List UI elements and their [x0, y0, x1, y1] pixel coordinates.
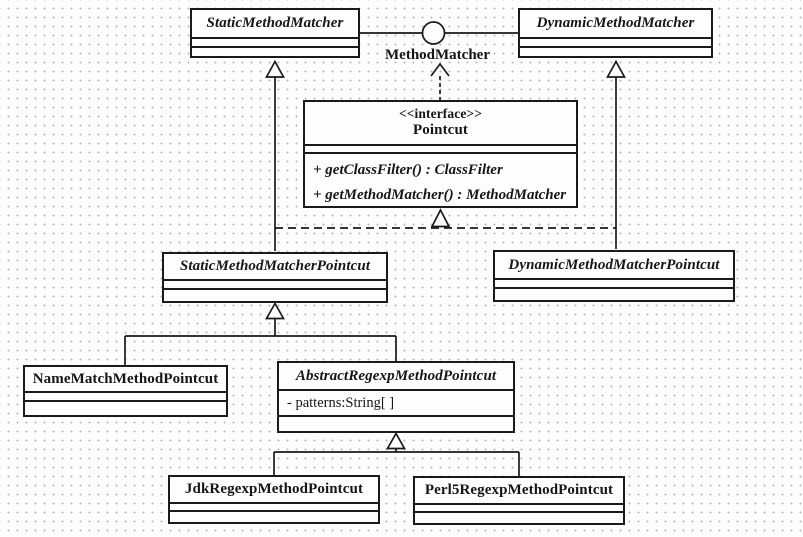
- methods-compartment-empty: [192, 46, 358, 56]
- class-title: StaticMethodMatcherPointcut: [179, 258, 371, 275]
- class-static-method-matcher-pointcut: StaticMethodMatcherPointcut: [162, 252, 388, 303]
- class-title: JdkRegexpMethodPointcut: [184, 481, 364, 498]
- methods-compartment-empty: [25, 400, 226, 415]
- class-name-match-method-pointcut: NameMatchMethodPointcut: [23, 365, 228, 417]
- attributes-compartment-empty: [520, 37, 711, 46]
- generalization-triangle-armp: [386, 431, 406, 450]
- attributes-compartment-empty: [25, 391, 226, 400]
- class-title: DynamicMethodMatcher: [536, 15, 695, 32]
- attributes-compartment-empty: [164, 279, 386, 288]
- attributes-compartment: - patterns:String[ ]: [279, 389, 513, 415]
- attributes-compartment-empty: [192, 37, 358, 46]
- realization-triangle-pointcut: [430, 208, 451, 228]
- class-title: Perl5RegexpMethodPointcut: [424, 482, 614, 499]
- class-title: NameMatchMethodPointcut: [32, 370, 219, 387]
- methods-compartment: + getClassFilter() : ClassFilter + getMe…: [305, 152, 576, 208]
- methods-compartment-empty: [170, 510, 378, 522]
- class-static-method-matcher: StaticMethodMatcher: [190, 8, 360, 58]
- class-title: AbstractRegexpMethodPointcut: [295, 367, 497, 384]
- interface-pointcut: <<interface>> Pointcut + getClassFilter(…: [303, 100, 578, 208]
- generalization-triangle-dynamicmethodmatcher: [606, 59, 626, 78]
- class-abstract-regexp-method-pointcut: AbstractRegexpMethodPointcut - patterns:…: [277, 361, 515, 433]
- attribute-patterns: - patterns:String[ ]: [287, 395, 395, 411]
- method-getclassfilter: + getClassFilter() : ClassFilter: [313, 162, 503, 178]
- class-dynamic-method-matcher: DynamicMethodMatcher: [518, 8, 713, 58]
- method-getmethodmatcher: + getMethodMatcher() : MethodMatcher: [313, 187, 567, 204]
- methods-compartment-empty: [279, 415, 513, 431]
- attributes-compartment-empty: [495, 278, 733, 287]
- class-jdk-regexp-method-pointcut: JdkRegexpMethodPointcut: [168, 475, 380, 524]
- attributes-compartment-empty: [415, 503, 623, 511]
- methods-compartment-empty: [164, 288, 386, 301]
- attributes-compartment-empty: [305, 144, 576, 152]
- class-title: DynamicMethodMatcherPointcut: [508, 256, 720, 273]
- methods-compartment-empty: [415, 511, 623, 523]
- methods-compartment-empty: [520, 46, 711, 56]
- dependency-open-arrowhead: [430, 62, 450, 77]
- class-title: StaticMethodMatcher: [206, 15, 344, 32]
- interface-title: <<interface>> Pointcut: [305, 102, 576, 144]
- lollipop-interface-circle: [421, 21, 446, 45]
- generalization-triangle-staticmethodmatcher: [265, 59, 285, 78]
- interface-stereotype: <<interface>>: [398, 106, 483, 122]
- generalization-triangle-smmp: [265, 301, 285, 320]
- lollipop-interface-label: MethodMatcher: [385, 47, 490, 63]
- attributes-compartment-empty: [170, 502, 378, 510]
- class-perl5-regexp-method-pointcut: Perl5RegexpMethodPointcut: [413, 476, 625, 525]
- methods-compartment-empty: [495, 287, 733, 300]
- class-dynamic-method-matcher-pointcut: DynamicMethodMatcherPointcut: [493, 250, 735, 302]
- interface-name: Pointcut: [413, 122, 468, 139]
